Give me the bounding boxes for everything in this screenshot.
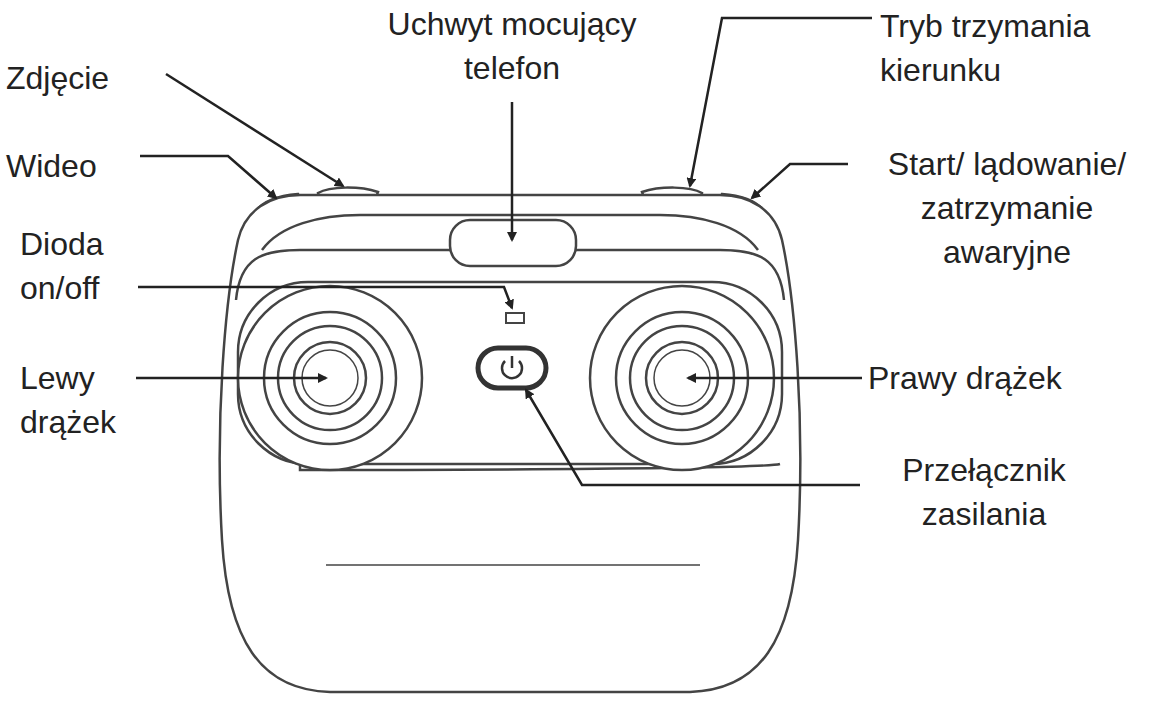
part-label: Tryb trzymania kierunku	[880, 4, 1160, 92]
power-symbol	[502, 356, 522, 378]
part-label: Prawy drążek	[868, 356, 1158, 400]
power-switch	[478, 348, 546, 388]
lower-face-line	[326, 564, 700, 566]
part-label: Zdjęcie	[6, 56, 166, 100]
part-label: Przełącznik zasilania	[864, 448, 1104, 536]
part-label: Uchwyt mocujący telefon	[362, 2, 662, 90]
part-label: Wideo	[6, 144, 146, 188]
part-label: Dioda on/off	[20, 222, 135, 310]
leader-lines	[136, 18, 872, 485]
part-label: Start/ lądowanie/ zatrzymanie awaryjne	[853, 142, 1161, 274]
power-led	[506, 313, 524, 323]
part-label: Lewy drążek	[20, 356, 138, 444]
controller-body	[220, 195, 801, 692]
